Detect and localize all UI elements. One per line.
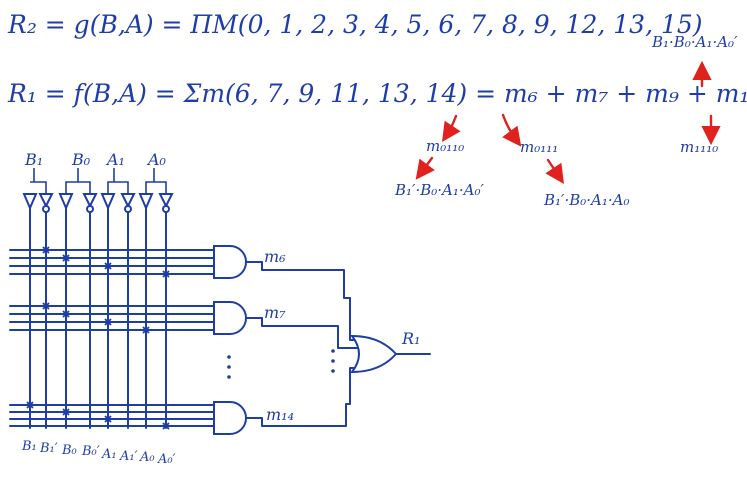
input-label-b0: B₀ xyxy=(71,150,91,169)
input-label-a1: A₁ xyxy=(105,150,125,169)
arrow-m0110 xyxy=(415,156,435,180)
expression-m7: B₁′·B₀·A₁·A₀ xyxy=(543,191,629,209)
annotation-m0111: m₀₁₁₁ xyxy=(520,138,558,156)
expression-m14: B₁·B₀·A₁·A₀′ xyxy=(651,33,738,51)
rail-label-b0-not: B₀′ xyxy=(81,444,100,459)
or-gate-r1 xyxy=(349,334,398,374)
or-input-wires xyxy=(245,261,363,427)
arrow-m7 xyxy=(501,113,522,147)
gate-label-m7: m₇ xyxy=(264,303,286,322)
annotation-arrows xyxy=(415,60,721,184)
rail-label-a1: A₁ xyxy=(101,447,117,462)
connection-marks xyxy=(26,246,170,430)
rail-label-a1-not: A₁′ xyxy=(119,449,138,464)
expression-m6: B₁′·B₀·A₁·A₀′ xyxy=(394,181,484,199)
and-gate-m14 xyxy=(213,401,247,435)
vertical-rails xyxy=(29,207,167,429)
and-gate-m7 xyxy=(213,301,247,335)
arrow-m0111 xyxy=(545,158,564,184)
gate-label-m14: m₁₄ xyxy=(266,405,294,424)
equation-r1: R₁ = f(B,A) = Σm(6, 7, 9, 11, 13, 14) = … xyxy=(7,79,747,108)
gate-label-m6: m₆ xyxy=(264,247,286,266)
input-label-b1: B₁ xyxy=(24,150,43,169)
input-drivers xyxy=(22,168,174,213)
and-input-lines xyxy=(9,249,215,427)
annotation-m1110: m₁₁₁₀ xyxy=(680,138,718,156)
ellipsis-dots xyxy=(227,349,335,379)
rail-label-b1-not: B₁′ xyxy=(39,441,58,456)
arrow-m6 xyxy=(442,114,461,142)
output-label-r1: R₁ xyxy=(401,329,420,348)
rail-label-b0: B₀ xyxy=(61,443,78,458)
equation-r2: R₂ = g(B,A) = ΠM(0, 1, 2, 3, 4, 5, 6, 7,… xyxy=(7,10,703,39)
annotation-m0110: m₀₁₁₀ xyxy=(426,137,464,155)
and-gate-m6 xyxy=(213,245,247,279)
rail-label-a0-not: A₀′ xyxy=(157,452,176,467)
rail-label-b1: B₁ xyxy=(21,439,37,454)
rail-label-a0: A₀ xyxy=(139,450,155,465)
input-label-a0: A₀ xyxy=(146,150,167,169)
